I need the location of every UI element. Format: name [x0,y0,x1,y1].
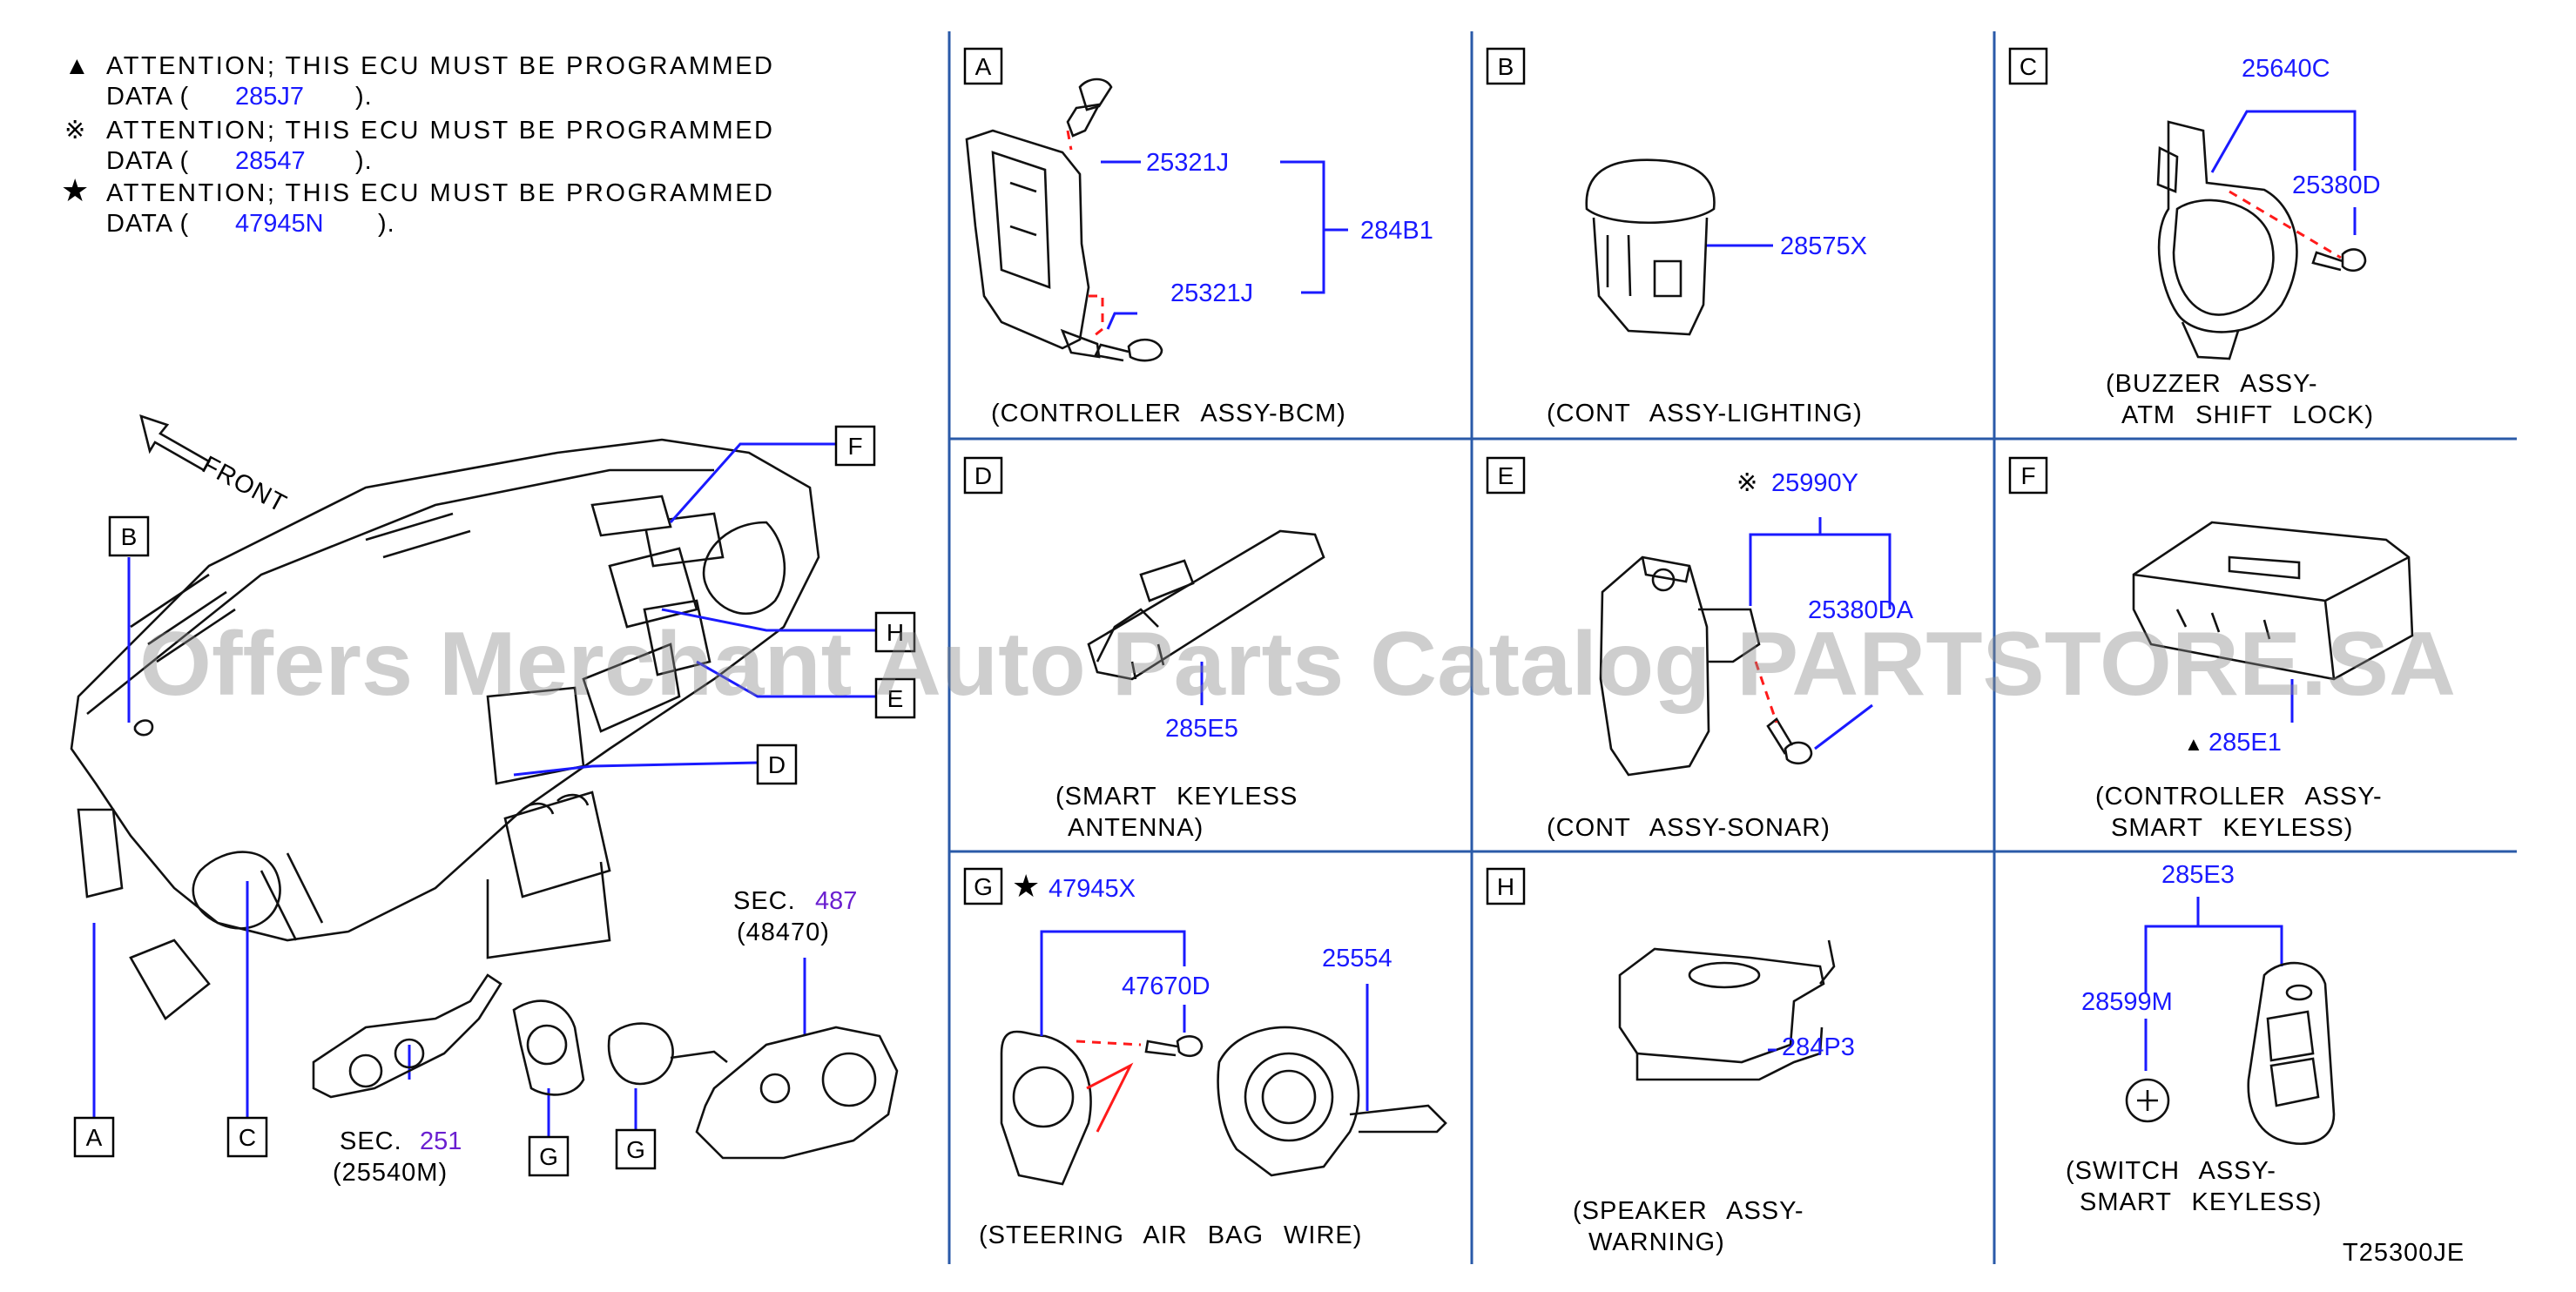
panel-i-caption-2: SMART KEYLESS) [2080,1188,2322,1216]
dashboard-callouts: B A C F H E D G G [73,425,916,1177]
diagram-code: T25300JE [2343,1239,2465,1267]
front-arrow-icon [139,414,211,472]
panel-d-caption-2: ANTENNA) [1068,814,1204,842]
sec-487-sub: (48470) [737,919,830,946]
panel-d-part-285e5[interactable]: 285E5 [1165,715,1238,743]
note-3-symbol: ★ [61,172,90,208]
note-1-prefix: DATA ( [106,83,189,111]
panel-g-part-47945x[interactable]: 47945X [1049,875,1136,903]
note-1-suffix: ). [355,83,373,111]
callout-f[interactable]: F [847,433,862,460]
panel-grid [947,31,2517,1264]
panel-smart-key: 285E3 28599M (SWITCH ASSY- SMART KEYLESS… [2066,861,2336,1216]
panel-b-caption: (CONT ASSY-LIGHTING) [1547,400,1863,427]
callout-g-2[interactable]: G [626,1136,645,1163]
note-1-symbol: ▲ [64,52,91,80]
callout-d[interactable]: D [768,751,786,778]
panel-i-caption-1: (SWITCH ASSY- [2066,1157,2276,1185]
note-3-suffix: ). [378,210,395,238]
note-2-prefix: DATA ( [106,147,189,175]
note-1-code[interactable]: 285J7 [235,83,304,111]
panel-e-part-25990y[interactable]: 25990Y [1771,469,1858,497]
note-2-suffix: ). [355,147,373,175]
sec-251-sub: (25540M) [333,1159,448,1187]
panel-h-caption-2: WARNING) [1588,1228,1725,1256]
panel-h-caption-1: (SPEAKER ASSY- [1573,1197,1804,1225]
panel-f: F ▲ 285E1 (CONTROLLER ASSY- SMART KEYLES… [2008,456,2414,842]
callout-a[interactable]: A [86,1124,103,1151]
panel-g-caption: (STEERING AIR BAG WIRE) [979,1221,1362,1249]
dash-lower-parts [312,973,899,1160]
panel-a-caption: (CONTROLLER ASSY-BCM) [991,400,1346,427]
panel-h: H 284P3 (SPEAKER ASSY- WARNING) [1486,867,1855,1256]
panel-e-part-25380da[interactable]: 25380DA [1808,596,1914,624]
note-3-line1: ATTENTION; THIS ECU MUST BE PROGRAMMED [106,179,773,207]
panel-c: C 25640C 25380D (BUZZER ASSY- ATM SHIFT … [2008,47,2381,429]
panel-c-caption-1: (BUZZER ASSY- [2106,370,2317,398]
callout-e[interactable]: E [887,685,904,712]
sec-487-prefix: SEC. [733,887,796,915]
panel-g-part-25554[interactable]: 25554 [1322,945,1393,972]
panel-a-label: A [975,53,992,80]
panel-a-part-25321j-bottom[interactable]: 25321J [1170,279,1253,307]
panel-g: G ★ 47945X 47670D 25554 (STEERING AIR BA… [963,867,1447,1249]
front-arrow: FRONT [139,414,292,518]
panel-g-label: G [974,873,993,900]
panel-d-label: D [974,462,992,489]
panel-h-part-284p3[interactable]: 284P3 [1782,1033,1855,1061]
watermark: Offers Merchant Auto Parts Catalog PARTS… [139,614,2456,715]
panel-a: A 25321J 25321J 284B1 (CONTROLLER ASSY-B… [963,47,1433,427]
dashboard-leaders [92,442,876,1137]
panel-g-part-47670d[interactable]: 47670D [1122,972,1210,1000]
panel-i-part-285e3[interactable]: 285E3 [2161,861,2235,889]
panel-f-mark: ▲ [2184,733,2204,755]
note-2-code[interactable]: 28547 [235,147,306,175]
note-3-prefix: DATA ( [106,210,189,238]
panel-e: E ※ 25990Y 25380DA (CONT ASSY-SONAR) [1486,456,1914,842]
attention-notes: ▲ ATTENTION; THIS ECU MUST BE PROGRAMMED… [61,52,773,238]
panel-h-label: H [1497,873,1514,900]
front-label: FRONT [198,451,292,518]
note-3-code[interactable]: 47945N [235,210,324,238]
panel-f-label: F [2020,462,2035,489]
panel-d-caption-1: (SMART KEYLESS [1055,783,1298,811]
panel-a-part-284b1[interactable]: 284B1 [1360,217,1433,245]
panel-e-caption: (CONT ASSY-SONAR) [1547,814,1831,842]
sec-487-ref: SEC. 487 (48470) [733,887,857,946]
panel-f-caption-1: (CONTROLLER ASSY- [2095,783,2383,811]
panel-i-part-28599m[interactable]: 28599M [2081,988,2173,1016]
panel-f-part-285e1[interactable]: 285E1 [2208,729,2282,757]
callout-c[interactable]: C [239,1124,256,1151]
callout-g-1[interactable]: G [539,1143,558,1170]
note-2-line1: ATTENTION; THIS ECU MUST BE PROGRAMMED [106,117,773,145]
panel-c-part-25640c[interactable]: 25640C [2242,55,2330,83]
callout-h[interactable]: H [887,619,904,646]
sec-251-ref: SEC. 251 (25540M) [333,1127,462,1187]
sec-251-prefix: SEC. [340,1127,402,1155]
panel-e-mark: ※ [1736,469,1758,497]
sec-487-num[interactable]: 487 [815,887,857,915]
panel-c-label: C [2020,53,2037,80]
panel-c-caption-2: ATM SHIFT LOCK) [2121,401,2374,429]
panel-c-part-25380d[interactable]: 25380D [2292,172,2381,199]
panel-b-label: B [1498,53,1514,80]
panel-d: D 285E5 (SMART KEYLESS ANTENNA) [963,456,1325,842]
note-2-symbol: ※ [64,117,86,145]
panel-a-part-25321j-top[interactable]: 25321J [1146,149,1229,177]
panel-f-caption-2: SMART KEYLESS) [2111,814,2353,842]
panel-b: B 28575X (CONT ASSY-LIGHTING) [1486,47,1867,427]
note-1-line1: ATTENTION; THIS ECU MUST BE PROGRAMMED [106,52,773,80]
callout-b[interactable]: B [121,523,138,550]
sec-251-num[interactable]: 251 [420,1127,462,1155]
dashboard-illustration [70,438,820,1020]
panel-b-part-28575x[interactable]: 28575X [1780,232,1867,260]
panel-g-mark: ★ [1012,868,1041,904]
panel-e-label: E [1498,462,1514,489]
